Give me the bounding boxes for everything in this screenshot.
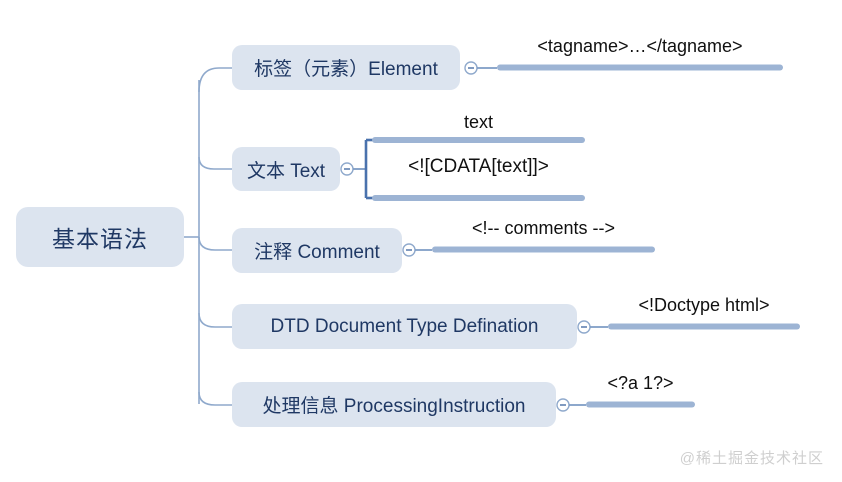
- code-label-doctype-text: <!Doctype html>: [638, 295, 770, 315]
- branch-node-element-label: 标签（元素）Element: [254, 59, 438, 80]
- branch-node-pi-label: 处理信息 ProcessingInstruction: [262, 396, 526, 417]
- branch-node-text[interactable]: 文本 Text: [232, 147, 340, 191]
- code-label-text: text: [372, 112, 585, 133]
- code-label-processing-instruction: <?a 1?>: [586, 373, 695, 394]
- branch-node-element[interactable]: 标签（元素）Element: [232, 45, 460, 90]
- root-node[interactable]: 基本语法: [16, 207, 184, 267]
- code-label-tagname-text: <tagname>…</tagname>: [537, 36, 743, 56]
- branch-node-comment-label: 注释 Comment: [254, 242, 380, 263]
- code-label-text-text: text: [463, 112, 493, 132]
- code-label-tagname: <tagname>…</tagname>: [497, 36, 783, 57]
- code-label-comments: <!-- comments -->: [432, 218, 655, 239]
- branch-node-comment[interactable]: 注释 Comment: [232, 228, 402, 273]
- branch-node-dtd-label: DTD Document Type Defination: [270, 315, 539, 337]
- code-label-pi-text: <?a 1?>: [607, 373, 674, 393]
- code-label-doctype: <!Doctype html>: [608, 295, 800, 316]
- root-node-label: 基本语法: [52, 226, 148, 252]
- watermark: @稀土掘金技术社区: [679, 450, 824, 467]
- code-label-cdata-text: <![CDATA[text]]>: [408, 156, 549, 177]
- branch-node-dtd[interactable]: DTD Document Type Defination: [232, 304, 577, 349]
- code-label-comments-text: <!-- comments -->: [471, 218, 616, 238]
- branch-node-text-label: 文本 Text: [246, 160, 326, 182]
- branch-node-processing-instruction[interactable]: 处理信息 ProcessingInstruction: [232, 382, 556, 427]
- code-label-cdata: <![CDATA[text]]>: [372, 156, 585, 178]
